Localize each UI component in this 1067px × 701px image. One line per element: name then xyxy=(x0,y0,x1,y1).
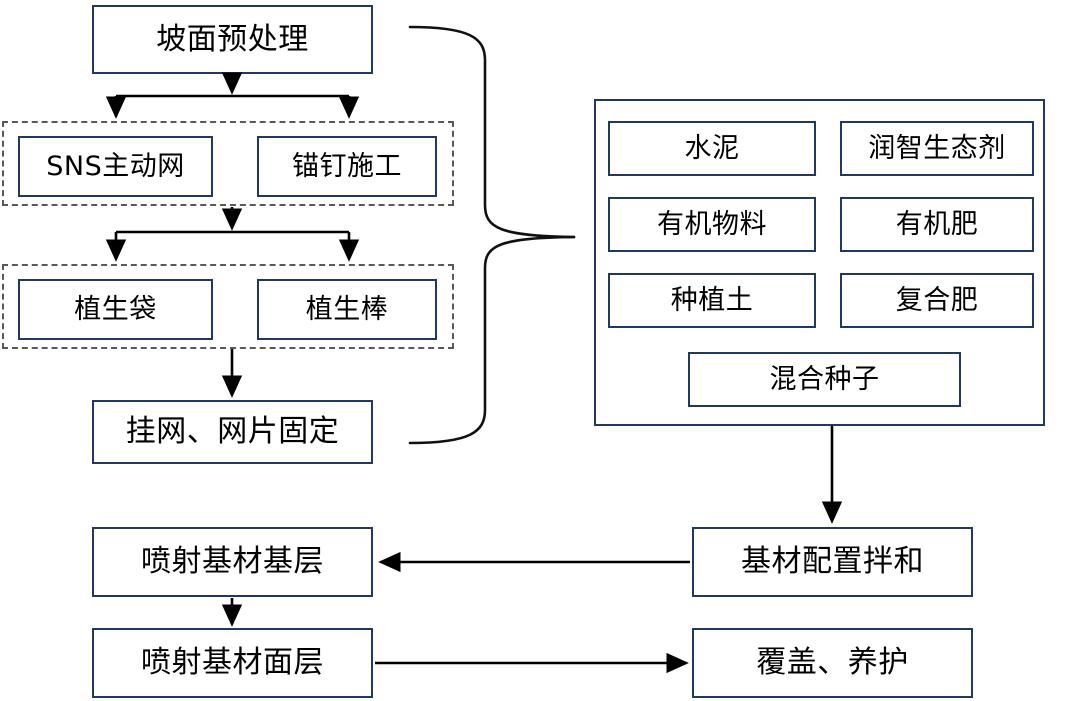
material-item-1[interactable]: 润智生态剂 xyxy=(840,121,1034,176)
material-item-2[interactable]: 有机物料 xyxy=(608,197,816,252)
node-vegetation-bag[interactable]: 植生袋 xyxy=(18,279,213,340)
material-item-3[interactable]: 有机肥 xyxy=(840,197,1034,252)
material-item-0[interactable]: 水泥 xyxy=(608,121,816,176)
node-slope-pretreatment[interactable]: 坡面预处理 xyxy=(92,5,373,74)
node-hang-net-fix[interactable]: 挂网、网片固定 xyxy=(92,400,373,464)
node-spray-surface-layer[interactable]: 喷射基材面层 xyxy=(92,628,373,698)
material-item-5[interactable]: 复合肥 xyxy=(840,273,1034,328)
node-sns-active-net[interactable]: SNS主动网 xyxy=(18,136,213,197)
node-spray-base-layer[interactable]: 喷射基材基层 xyxy=(92,527,373,597)
material-item-4[interactable]: 种植土 xyxy=(608,273,816,328)
node-anchor-construction[interactable]: 锚钉施工 xyxy=(257,136,437,197)
node-vegetation-stick[interactable]: 植生棒 xyxy=(257,279,437,340)
material-item-6[interactable]: 混合种子 xyxy=(688,352,961,407)
arrow-pretreatment-to-split xyxy=(105,72,360,119)
brace-connector xyxy=(408,25,576,445)
node-cover-maintain[interactable]: 覆盖、养护 xyxy=(692,628,973,698)
node-mix-preparation[interactable]: 基材配置拌和 xyxy=(692,527,973,597)
arrow-group1-to-group2 xyxy=(105,207,360,262)
